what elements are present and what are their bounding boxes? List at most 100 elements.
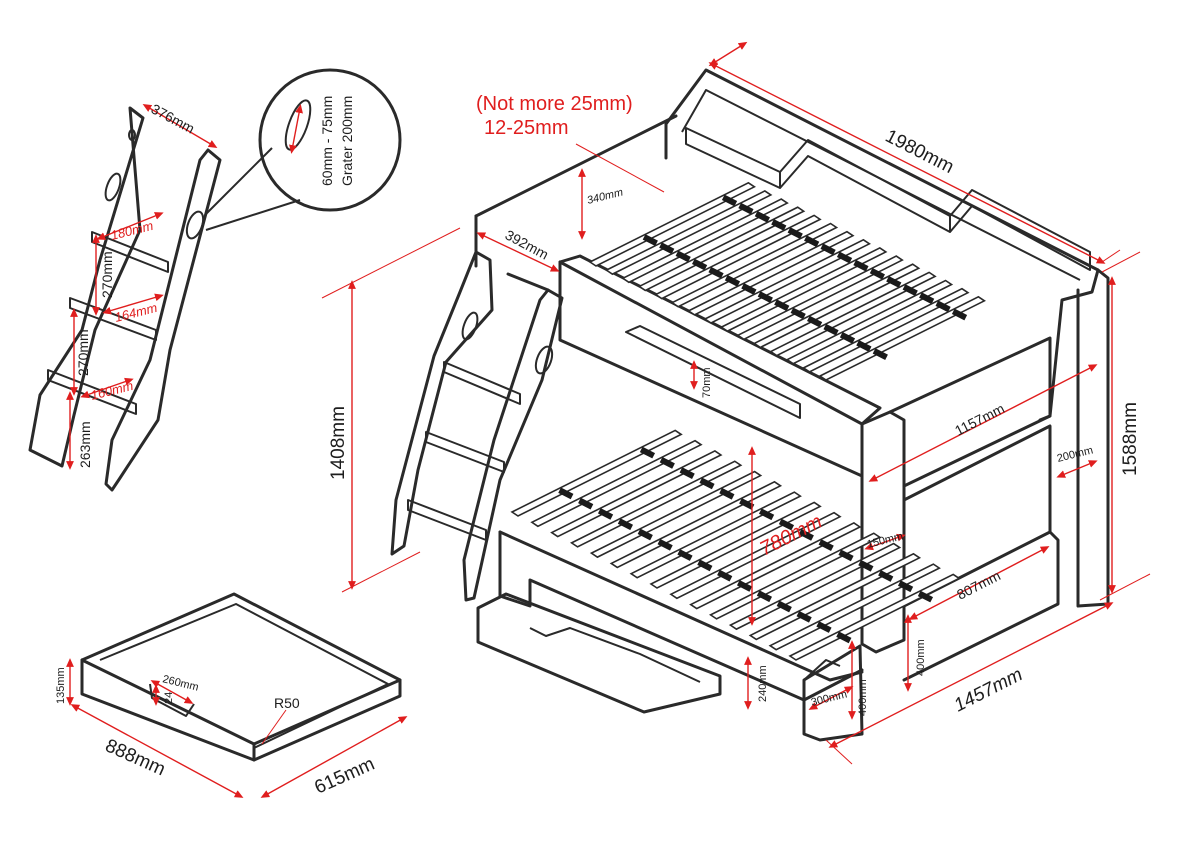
slat-holder — [679, 467, 695, 479]
ladder-rise1-label: 270mm — [99, 251, 115, 298]
drawer-depth-label: 615mm — [311, 754, 377, 799]
slat-holder — [657, 538, 673, 551]
base-width-label: 1457mm — [951, 664, 1026, 716]
slat-holder — [823, 323, 839, 336]
drawer-height-label: 240mm — [757, 665, 769, 702]
ladder-width-label: 376mm — [149, 101, 198, 137]
slat-holder — [778, 518, 795, 531]
bed-slat — [785, 279, 954, 365]
slat-holder — [869, 267, 885, 280]
slat-holder — [597, 508, 614, 520]
drawer-length-label: 888mm — [102, 735, 168, 780]
note-line2: 12-25mm — [484, 117, 568, 139]
bed-slat — [609, 480, 783, 569]
zoom-line1: 60mm - 75mm — [319, 96, 335, 186]
slat-holder — [776, 600, 792, 613]
top-bed-slats — [588, 181, 986, 381]
bed-slat — [649, 501, 822, 589]
slat-holder — [757, 291, 773, 303]
bed-slat — [550, 450, 723, 538]
slat-holder — [617, 518, 634, 531]
bed-slat — [818, 295, 986, 381]
slat-holder — [790, 307, 806, 320]
total-height-back-label: 1588mm — [1120, 402, 1141, 476]
slat-holder — [758, 508, 775, 521]
slat-holder — [677, 549, 693, 561]
slat-holder — [558, 487, 574, 500]
bed-slat — [752, 263, 921, 349]
slat-holder — [741, 283, 757, 295]
drawer-height-side-label: 135mm — [55, 667, 67, 704]
slat-holder — [935, 300, 951, 313]
side-gap-label: 200mm — [1056, 444, 1095, 465]
slat-holder — [639, 446, 656, 459]
slat-holder — [838, 549, 854, 562]
under-bed-drawer — [476, 592, 722, 714]
slat-holder — [839, 331, 856, 344]
slat-holder — [796, 610, 812, 623]
bed-slat — [689, 522, 862, 610]
slat-holder — [858, 559, 874, 572]
slat-holder — [724, 274, 741, 287]
bed-slat — [801, 287, 970, 373]
slat-holder — [856, 340, 872, 352]
top-gap-label: 340mm — [586, 186, 625, 207]
bed-slat — [629, 491, 802, 579]
bed-slat — [769, 271, 937, 357]
bed-ladder — [390, 250, 564, 602]
bottom-bed-slats — [510, 429, 961, 661]
total-height-front-label: 1408mm — [328, 406, 349, 480]
slat-holder — [774, 299, 790, 312]
slat-holder — [886, 276, 902, 288]
step-depth-label: 300mm — [810, 688, 849, 709]
handle-width-label: 260mm — [161, 673, 200, 694]
slat-holder — [692, 258, 708, 271]
slat-holder — [659, 457, 675, 469]
bed-slat — [569, 460, 743, 548]
leg-height-label: 400mm — [915, 639, 927, 676]
step-height-label: 400mm — [857, 679, 869, 716]
ladder-base-label: 263mm — [77, 421, 93, 468]
slat-holder — [675, 250, 691, 263]
slat-holder — [872, 348, 888, 360]
slat-holder — [659, 242, 675, 255]
bed-slat — [510, 429, 683, 517]
slat-holder — [578, 497, 594, 510]
ladder-step3-label: 160mm — [89, 378, 135, 403]
bottom-width-label: 807mm — [954, 567, 1003, 602]
ladder-rise2-label: 270mm — [75, 329, 91, 376]
hole-zoom-callout: 60mm - 75mm Grater 200mm — [205, 68, 402, 231]
ladder-step1-label: 180mm — [109, 218, 155, 243]
slat-holder — [717, 569, 733, 582]
ladder-dimensions: 376mm 180mm 270mm 164mm 270mm 160mm 263m… — [66, 101, 218, 470]
slat-holder — [951, 308, 968, 321]
slat-holder — [816, 621, 832, 633]
guard-label: 70mm — [701, 367, 713, 398]
drawer-drawing — [80, 592, 402, 762]
radius-label: R50 — [274, 695, 300, 711]
slat-holder — [697, 559, 713, 572]
bed-slat — [589, 470, 763, 559]
slat-holder — [798, 529, 814, 541]
slat-holder — [708, 266, 724, 279]
handle-height-label: 24 — [163, 692, 175, 704]
note-line1: (Not more 25mm) — [476, 93, 633, 115]
bed-slat — [530, 439, 703, 528]
slat-holder — [902, 284, 918, 296]
slat-holder — [637, 528, 653, 541]
slat-holder — [756, 590, 773, 603]
drawer-dimensions: 135mm 260mm 24 R50 888mm 615mm — [55, 658, 408, 799]
top-width-label: 1157mm — [952, 400, 1007, 439]
slat-holder — [807, 315, 823, 328]
slat-holder — [642, 234, 658, 246]
slat-holder — [919, 292, 935, 305]
slat-holder — [818, 539, 834, 551]
ladder-drawing — [28, 106, 222, 492]
slat-holder — [719, 487, 735, 500]
slat-holder — [699, 477, 715, 490]
bed-length-label: 1980mm — [882, 126, 957, 178]
ladder-gap-label: 392mm — [503, 227, 552, 263]
slat-holder — [878, 570, 894, 582]
